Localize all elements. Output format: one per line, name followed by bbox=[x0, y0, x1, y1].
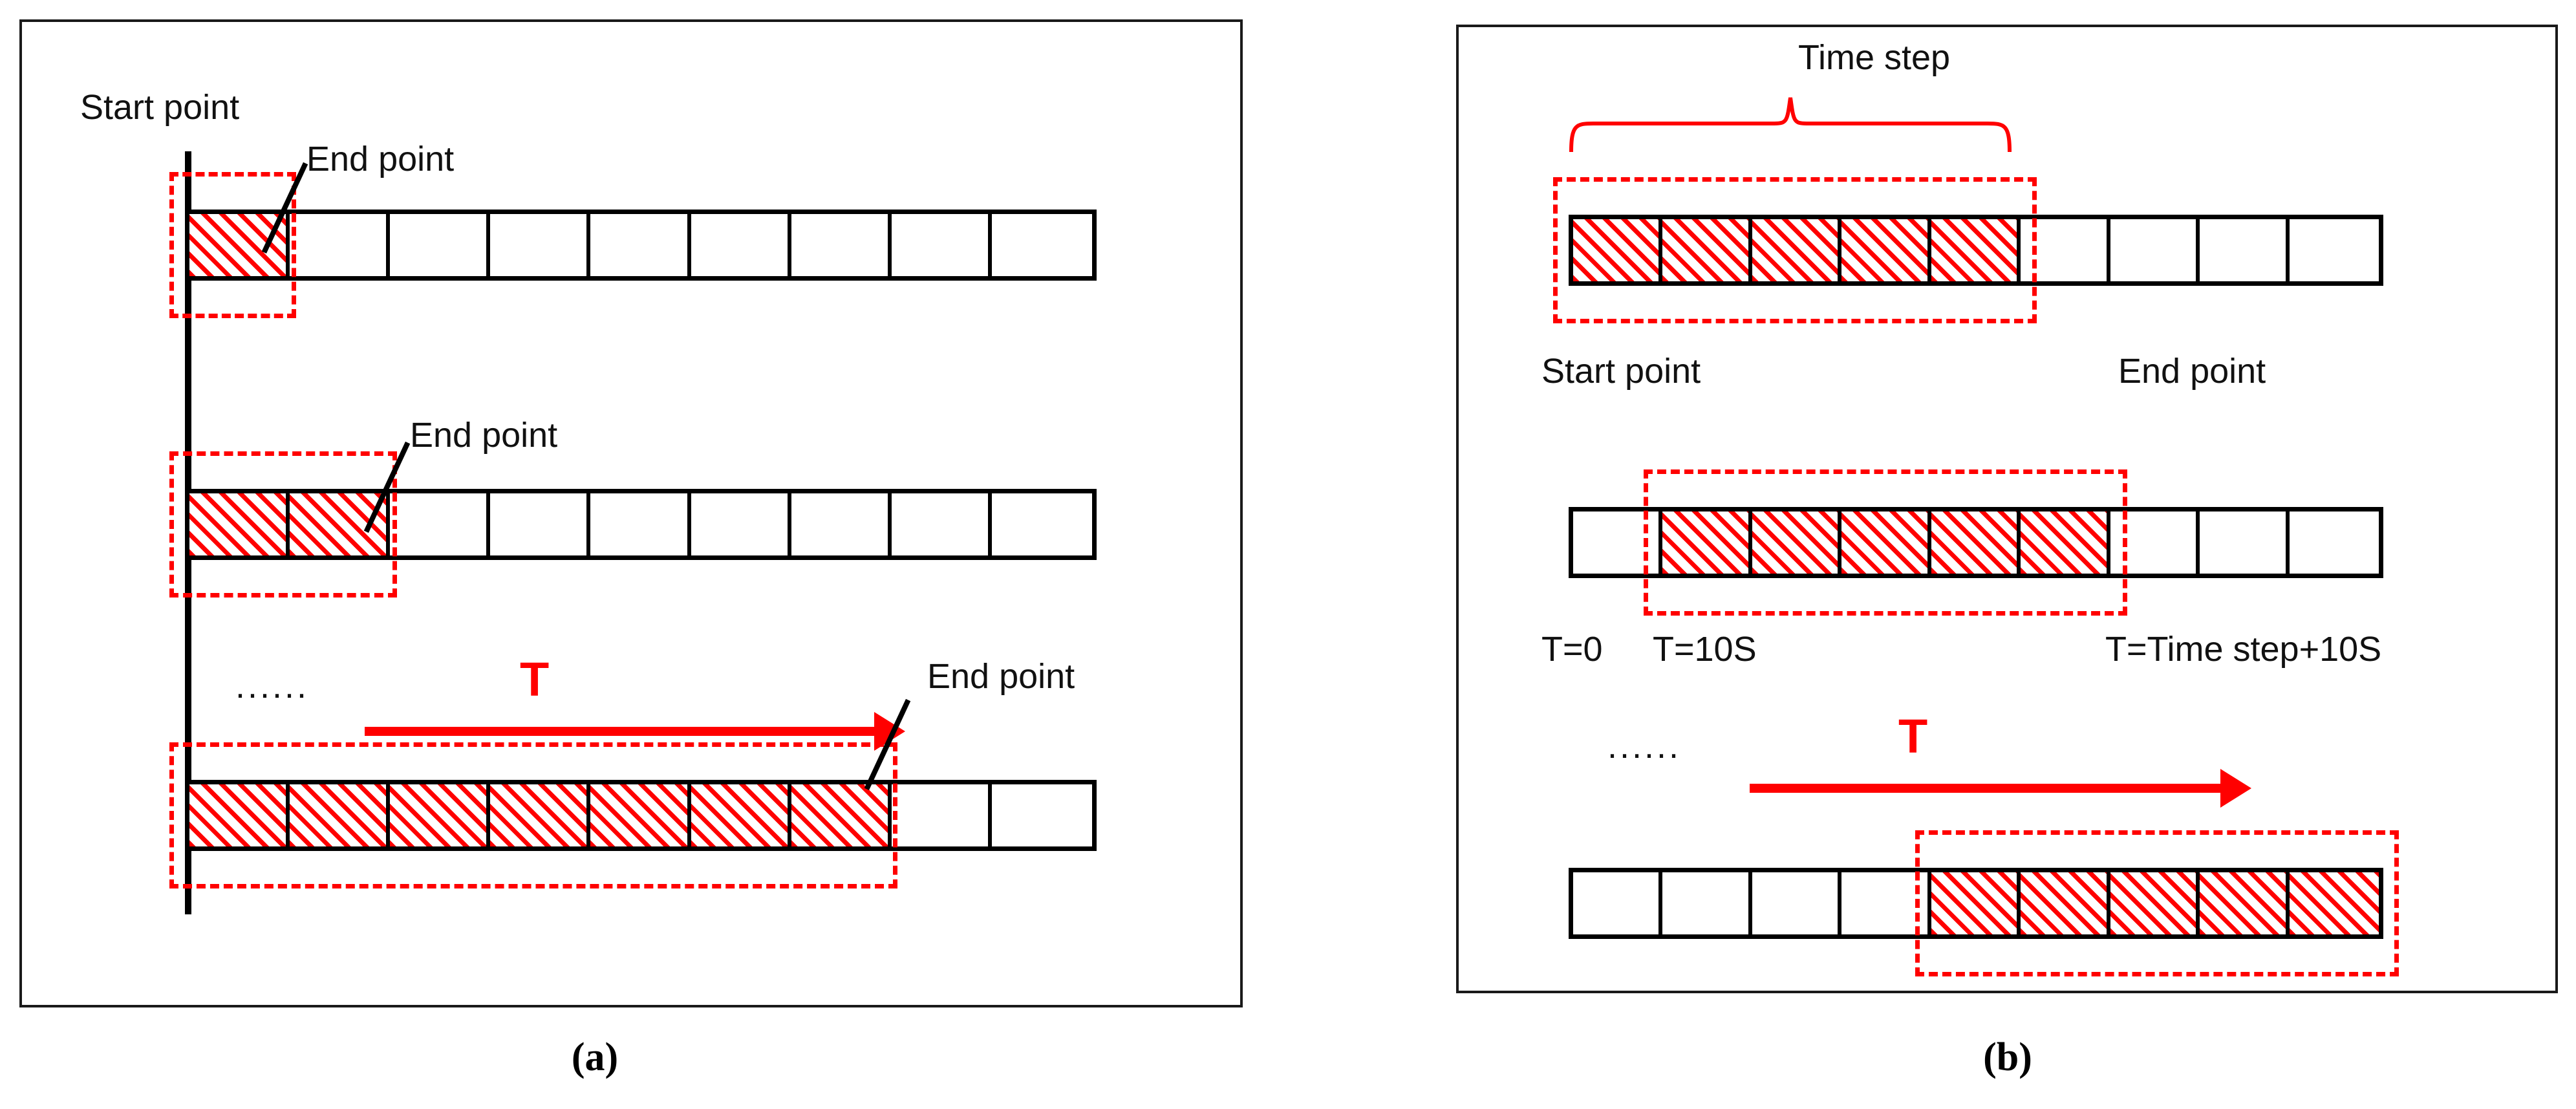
b-row3-cell-1 bbox=[1573, 872, 1663, 934]
row2-strip bbox=[185, 489, 1097, 560]
b-row3-cell-3 bbox=[1752, 872, 1842, 934]
b-row3-strip bbox=[1569, 868, 2383, 939]
row3-cell-7 bbox=[791, 784, 892, 846]
row3-cell-6 bbox=[691, 784, 791, 846]
row1-strip bbox=[185, 210, 1097, 281]
b-row2-strip bbox=[1569, 507, 2383, 578]
row2-cell-4 bbox=[490, 493, 591, 555]
b-t-end-label: T=Time step+10S bbox=[2105, 630, 2382, 669]
b-row2-cell-8 bbox=[2200, 511, 2290, 574]
row3-cell-8 bbox=[891, 784, 992, 846]
row2-cell-3 bbox=[390, 493, 491, 555]
b-row2-window-highlight bbox=[1644, 469, 2127, 616]
b-row2-cell-5 bbox=[1931, 511, 2021, 574]
b-row3-ellipsis: ...... bbox=[1607, 727, 1682, 766]
row3-ellipsis: ...... bbox=[235, 667, 310, 705]
row1-cell-7 bbox=[791, 214, 892, 276]
row3-cell-3 bbox=[390, 784, 491, 846]
row1-cell-5 bbox=[590, 214, 691, 276]
b-row1-cell-1 bbox=[1573, 219, 1663, 281]
brace-svg bbox=[1569, 97, 2012, 153]
panel-b: Time step Start point End point bbox=[1456, 25, 2558, 993]
b-row1-cell-4 bbox=[1841, 219, 1931, 281]
b-t-zero-label: T=0 bbox=[1541, 630, 1603, 669]
row2-cell-9 bbox=[991, 493, 1092, 555]
b-row1-cell-9 bbox=[2289, 219, 2379, 281]
caption-a: (a) bbox=[571, 1035, 619, 1079]
row2-cell-2 bbox=[290, 493, 391, 555]
row3-end-point-label: End point bbox=[927, 657, 1075, 696]
row2-cell-8 bbox=[891, 493, 992, 555]
row3-time-arrow-line bbox=[365, 727, 875, 736]
row2-cell-5 bbox=[590, 493, 691, 555]
b-row2-cell-4 bbox=[1841, 511, 1931, 574]
b-row3-time-arrow-line bbox=[1750, 784, 2222, 793]
b-row2-cell-3 bbox=[1752, 511, 1842, 574]
start-point-label: Start point bbox=[80, 88, 240, 127]
b-row3-cell-7 bbox=[2110, 872, 2200, 934]
row1-window-highlight bbox=[169, 172, 296, 318]
b-row3-time-arrow-label: T bbox=[1898, 709, 1928, 763]
b-row3-cell-8 bbox=[2200, 872, 2290, 934]
caption-b: (b) bbox=[1983, 1035, 2032, 1079]
row1-cell-9 bbox=[991, 214, 1092, 276]
b-row3-time-arrow-head bbox=[2220, 769, 2251, 808]
row1-cell-8 bbox=[891, 214, 992, 276]
row1-cell-1 bbox=[189, 214, 290, 276]
b-row3-window-highlight bbox=[1915, 830, 2399, 976]
panel-a: Start point End point bbox=[19, 19, 1243, 1007]
b-row1-cell-7 bbox=[2110, 219, 2200, 281]
row3-cell-5 bbox=[590, 784, 691, 846]
row3-cell-9 bbox=[991, 784, 1092, 846]
b-row3-cell-2 bbox=[1662, 872, 1752, 934]
row1-cell-4 bbox=[490, 214, 591, 276]
b-row1-cell-3 bbox=[1752, 219, 1842, 281]
row3-strip bbox=[185, 780, 1097, 851]
row1-cell-3 bbox=[390, 214, 491, 276]
row2-window-highlight bbox=[169, 451, 397, 598]
b-row1-cell-2 bbox=[1662, 219, 1752, 281]
b-row3-cell-9 bbox=[2289, 872, 2379, 934]
row2-cell-6 bbox=[691, 493, 791, 555]
b-row3-cell-6 bbox=[2021, 872, 2110, 934]
row3-cell-4 bbox=[490, 784, 591, 846]
b-t-ten-label: T=10S bbox=[1653, 630, 1757, 669]
b-row2-cell-9 bbox=[2289, 511, 2379, 574]
row3-time-arrow-label: T bbox=[520, 652, 550, 706]
b-row2-cell-2 bbox=[1662, 511, 1752, 574]
b-row3-cell-5 bbox=[1931, 872, 2021, 934]
row1-cell-6 bbox=[691, 214, 791, 276]
b-end-point-label: End point bbox=[2118, 352, 2266, 391]
b-row1-cell-5 bbox=[1931, 219, 2021, 281]
b-row1-cell-8 bbox=[2200, 219, 2290, 281]
b-row2-cell-6 bbox=[2021, 511, 2110, 574]
row1-end-point-label: End point bbox=[306, 140, 455, 178]
row3-window-highlight bbox=[169, 742, 897, 888]
row1-cell-2 bbox=[290, 214, 391, 276]
time-step-label: Time step bbox=[1798, 38, 1951, 77]
row2-cell-1 bbox=[189, 493, 290, 555]
row2-end-point-label: End point bbox=[410, 416, 558, 455]
row2-cell-7 bbox=[791, 493, 892, 555]
row3-cell-2 bbox=[290, 784, 391, 846]
b-row1-window-highlight bbox=[1553, 177, 2037, 323]
b-start-point-label: Start point bbox=[1541, 352, 1701, 391]
row3-cell-1 bbox=[189, 784, 290, 846]
time-step-brace bbox=[1567, 95, 2013, 153]
